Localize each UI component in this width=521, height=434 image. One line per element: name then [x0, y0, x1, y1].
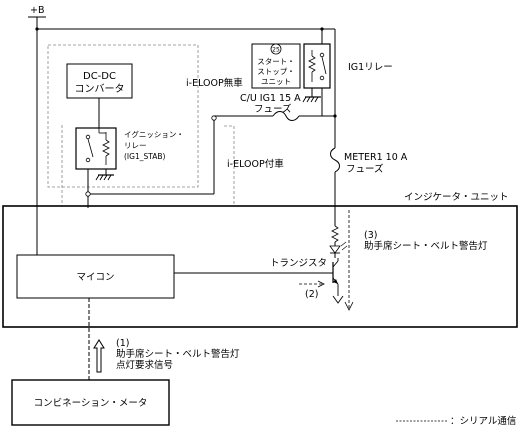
- ann3-text: 助手席シート・ベルト警告灯: [364, 240, 488, 252]
- ss-label-3: ユニット: [261, 77, 291, 86]
- ground-symbol-ig1: [302, 88, 321, 103]
- combination-meter-box: [11, 379, 170, 426]
- warning-lamp-led: [329, 241, 348, 254]
- ign-relay-label-3: (IG1_STAB): [124, 152, 166, 161]
- up-arrow-signal: [93, 339, 105, 373]
- ignition-relay: [75, 127, 117, 170]
- dcdc-converter: DC-DC コンバータ: [66, 63, 133, 99]
- label-eloop-on: i-ELOOP付車: [227, 158, 284, 170]
- ss-label-2: ストップ・: [257, 67, 295, 76]
- transistor-label: トランジスタ: [270, 258, 327, 269]
- meter-fuse-label-2: フューズ: [346, 163, 384, 175]
- ann3-number: (3): [364, 230, 377, 241]
- ann1-line-2: 点灯要求信号: [116, 359, 173, 371]
- ann1-line-1: 助手席シート・ベルト警告灯: [116, 348, 240, 360]
- ign-relay-label-1: イグニッション・: [124, 129, 184, 139]
- battery-plus-terminal: +B: [28, 5, 46, 18]
- ann2-number: (2): [305, 289, 318, 300]
- junction-dot: [35, 27, 39, 31]
- ign-relay-label-2: リレー: [124, 141, 147, 150]
- junction-dot: [333, 114, 337, 118]
- ann1-number: (1): [116, 338, 129, 349]
- label-eloop-off: i-ELOOP無車: [186, 77, 243, 89]
- junction-dot: [320, 27, 324, 31]
- meter-fuse-label-1: METER1 10 A: [344, 152, 408, 163]
- dcdc-label-2: コンバータ: [75, 83, 125, 95]
- label-plus-b: +B: [30, 5, 44, 16]
- legend-label: ：シリアル通信: [450, 415, 516, 427]
- ground-symbol-transistor: [332, 295, 344, 304]
- cu-fuse-label-1: C/U IG1 15 A: [240, 93, 301, 104]
- combination-meter-label: コンビネーション・メータ: [34, 398, 148, 409]
- indicator-unit-box: [2, 205, 518, 328]
- eloop-dashed-area: [47, 44, 199, 188]
- ss-label-1: スタート・: [257, 57, 295, 66]
- ig1-relay: [303, 43, 331, 89]
- ground-symbol: [95, 169, 114, 181]
- connector-relay-out: [85, 191, 91, 197]
- cu-fuse-label-2: フューズ: [254, 103, 292, 115]
- current-flow-3-arrowhead: [344, 301, 354, 311]
- transistor-symbol: [332, 258, 339, 296]
- indicator-unit-label: インジケータ・ユニット: [404, 192, 509, 203]
- current-flow-2-arrowhead: [317, 280, 325, 288]
- start-stop-unit: 25 スタート・ ストップ・ ユニット: [251, 43, 301, 89]
- mcu-label: マイコン: [76, 272, 114, 283]
- ig1-relay-label: IG1リレー: [348, 62, 393, 73]
- cu-ig1-fuse-symbol: [272, 111, 300, 121]
- dcdc-label-1: DC-DC: [83, 71, 116, 82]
- lamp-resistor: [331, 225, 339, 243]
- ss-badge: 25: [272, 47, 280, 54]
- meter1-fuse-symbol: [330, 147, 340, 173]
- mcu-box: [16, 254, 175, 299]
